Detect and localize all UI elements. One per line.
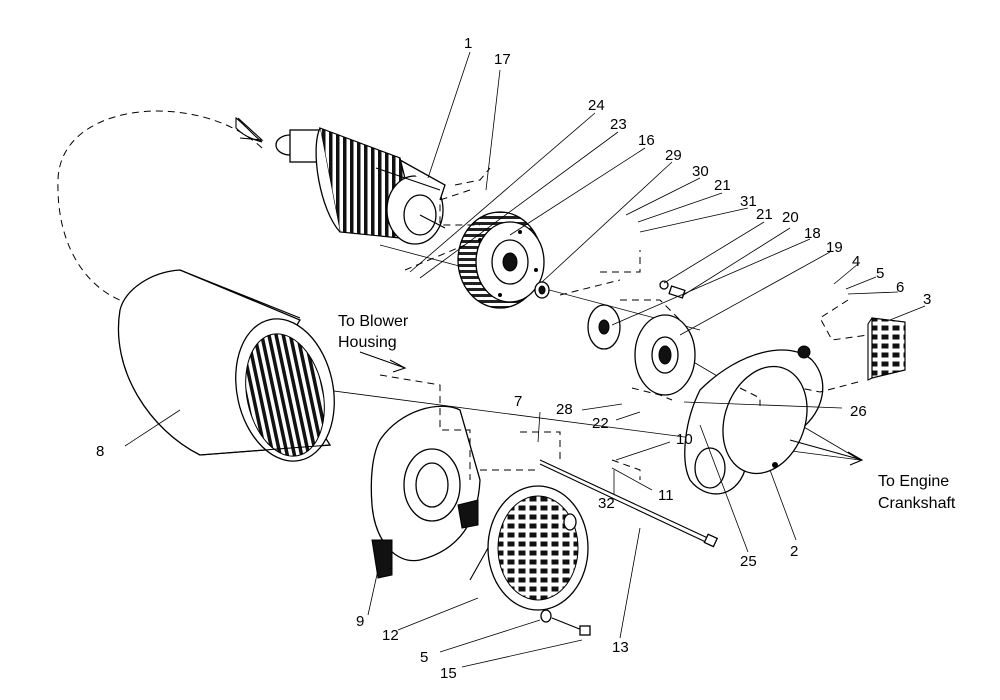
note-blower-line1: To Blower: [338, 313, 409, 330]
label-part-2: 2: [790, 543, 798, 560]
rotation-arc: [57, 110, 264, 303]
label-part-1: 1: [464, 35, 472, 52]
label-part-26: 26: [850, 403, 867, 420]
label-part-18: 18: [804, 225, 821, 242]
label-part-5-upper: 5: [876, 265, 884, 282]
label-part-4: 4: [852, 253, 860, 270]
label-part-23: 23: [610, 116, 627, 133]
rotor-assembly: [275, 127, 446, 245]
note-arrows: [359, 351, 864, 466]
label-part-3: 3: [923, 291, 931, 308]
label-part-31: 31: [740, 193, 757, 210]
label-part-21-upper: 21: [714, 177, 731, 194]
label-part-25: 25: [740, 553, 757, 570]
label-part-7: 7: [514, 393, 522, 410]
note-engine-line2: Crankshaft: [878, 495, 956, 512]
coupling-disc: [634, 314, 696, 396]
screw-15: [540, 609, 591, 636]
label-part-21-lower: 21: [756, 206, 773, 223]
screen-grille: [867, 317, 906, 381]
label-part-22: 22: [592, 415, 609, 432]
label-part-15: 15: [440, 665, 457, 682]
label-part-12: 12: [382, 627, 399, 644]
part-labels: 1 17 24 23 16 29 30 21 31 21 20 18 19 4 …: [96, 35, 931, 682]
end-cover: [469, 485, 589, 611]
label-part-30: 30: [692, 163, 709, 180]
label-part-19: 19: [826, 239, 843, 256]
label-part-10: 10: [676, 431, 693, 448]
label-part-28: 28: [556, 401, 573, 418]
leader-lines: [124, 51, 926, 668]
label-part-9: 9: [356, 613, 364, 630]
assembly-paths: [379, 167, 869, 480]
label-part-32: 32: [598, 495, 615, 512]
label-part-16: 16: [638, 132, 655, 149]
label-part-8: 8: [96, 443, 104, 460]
label-part-13: 13: [612, 639, 629, 656]
hub-plate: [587, 304, 621, 350]
through-bolt: [539, 459, 719, 548]
label-part-17: 17: [494, 51, 511, 68]
stator-housing: [117, 269, 335, 462]
label-part-11: 11: [658, 487, 674, 504]
note-engine-line1: To Engine: [878, 473, 949, 490]
fan-wheel: [457, 211, 545, 309]
note-blower-line2: Housing: [338, 334, 397, 351]
bolt-20: [659, 280, 686, 299]
notes: To Blower Housing To Engine Crankshaft: [338, 313, 956, 512]
label-part-5-lower: 5: [420, 649, 428, 666]
label-part-20: 20: [782, 209, 799, 226]
end-bell: [370, 405, 481, 579]
label-part-29: 29: [665, 147, 682, 164]
label-part-6: 6: [896, 279, 904, 296]
blower-housing: [684, 345, 824, 495]
washer-29: [534, 281, 550, 299]
label-part-24: 24: [588, 97, 605, 114]
